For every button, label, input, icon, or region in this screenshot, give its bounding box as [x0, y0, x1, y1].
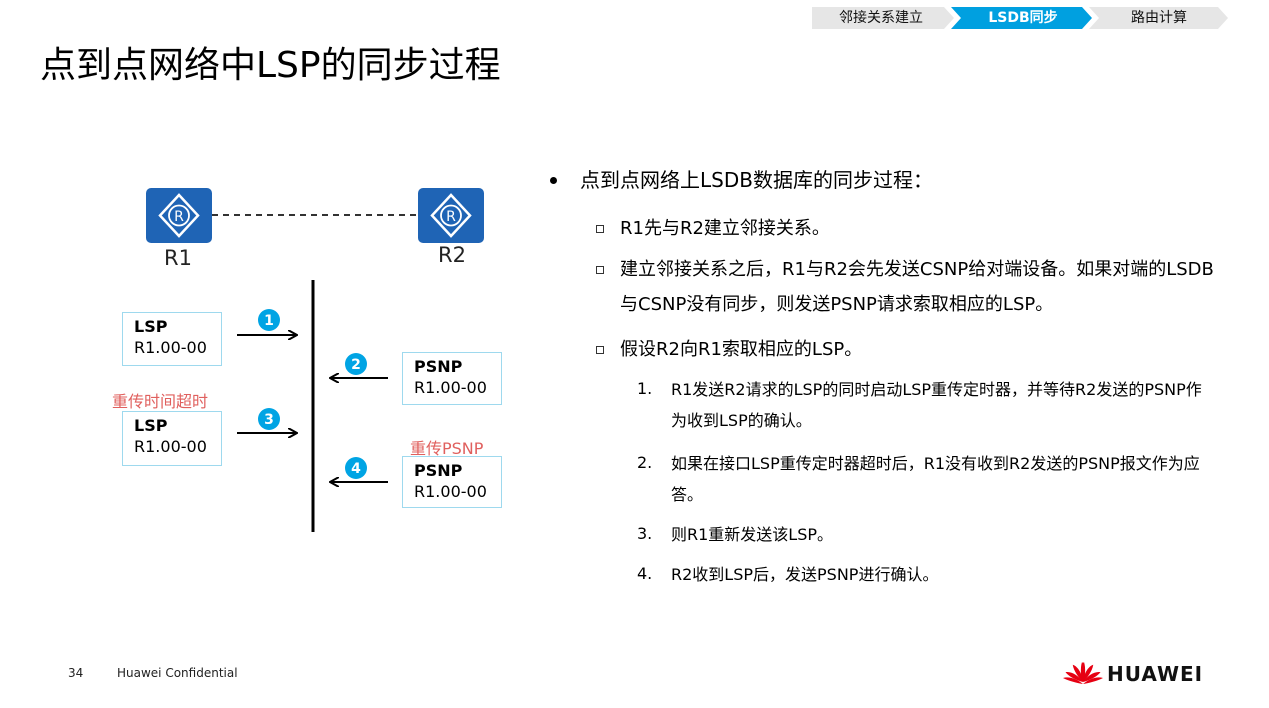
psnp-box-1: PSNP R1.00-00	[402, 352, 502, 405]
retransmit-timeout-note: 重传时间超时	[112, 392, 209, 411]
crumb-route-calc[interactable]: 路由计算	[1131, 10, 1187, 26]
confidential-label: Huawei Confidential	[117, 666, 238, 680]
page-number: 34	[68, 666, 84, 680]
step-circle-3	[258, 408, 280, 430]
sync-diagram: 1 2 3 4 R R1 R R2 LSP R1.00-00 PSNP R1.0…	[100, 180, 540, 550]
huawei-logo-icon	[1063, 662, 1103, 684]
page-title: 点到点网络中LSP的同步过程	[40, 45, 501, 86]
step-num-3: 3.	[637, 524, 653, 543]
step-text-3: 则R1重新发送该LSP。	[671, 525, 834, 544]
brand-name: HUAWEI	[1107, 662, 1204, 686]
msg-type: LSP	[134, 317, 168, 336]
router-r1-label: R1	[164, 246, 192, 270]
step-number-2: 2	[351, 357, 361, 373]
msg-id: R1.00-00	[134, 338, 207, 357]
breadcrumb-chevrons	[812, 7, 1228, 29]
svg-text:R: R	[174, 209, 184, 225]
retransmit-psnp-note: 重传PSNP	[410, 439, 484, 458]
lsp-box-2: LSP R1.00-00	[122, 411, 222, 466]
psnp-box-2: PSNP R1.00-00	[402, 456, 502, 508]
bullet-square	[596, 266, 604, 274]
step-num-4: 4.	[637, 564, 653, 583]
msg-id: R1.00-00	[414, 378, 487, 397]
step-text-2: 如果在接口LSP重传定时器超时后，R1没有收到R2发送的PSNP报文作为应答。	[671, 454, 1200, 504]
breadcrumb: 邻接关系建立 LSDB同步 路由计算	[812, 7, 1228, 29]
bullet-square	[596, 225, 604, 233]
router-r2-label: R2	[438, 243, 466, 267]
diagram-lines: 1 2 3 4	[212, 214, 416, 532]
content-heading: 点到点网络上LSDB数据库的同步过程：	[580, 168, 933, 192]
step-text-1: R1发送R2请求的LSP的同时启动LSP重传定时器，并等待R2发送的PSNP作为…	[671, 380, 1202, 430]
crumb-lsdb-sync[interactable]: LSDB同步	[988, 10, 1058, 26]
step-text-4: R2收到LSP后，发送PSNP进行确认。	[671, 565, 939, 584]
msg-id: R1.00-00	[414, 482, 487, 501]
router-icon: R	[146, 188, 212, 243]
content-item-2: 建立邻接关系之后，R1与R2会先发送CSNP给对端设备。如果对端的LSDB与CS…	[620, 259, 1214, 315]
crumb-shape-3	[1089, 7, 1228, 29]
content-item-1: R1先与R2建立邻接关系。	[620, 218, 830, 239]
content-item-3: 假设R2向R1索取相应的LSP。	[620, 339, 863, 360]
svg-text:R: R	[446, 209, 456, 225]
crumb-shape-1	[812, 7, 954, 29]
step-number-3: 3	[264, 412, 274, 428]
msg-type: PSNP	[414, 357, 463, 376]
router-icon: R	[418, 188, 484, 243]
bullet-dot	[550, 177, 557, 184]
step-number-1: 1	[264, 313, 274, 329]
step-number-4: 4	[351, 461, 361, 477]
msg-type: LSP	[134, 416, 168, 435]
crumb-shape-2	[951, 7, 1092, 29]
msg-type: PSNP	[414, 461, 463, 480]
crumb-neighbor-setup[interactable]: 邻接关系建立	[839, 10, 923, 26]
lsp-box-1: LSP R1.00-00	[122, 312, 222, 366]
msg-id: R1.00-00	[134, 437, 207, 456]
step-num-1: 1.	[637, 379, 653, 398]
step-circle-4	[345, 457, 367, 479]
step-circle-1	[258, 309, 280, 331]
step-num-2: 2.	[637, 453, 653, 472]
step-circle-2	[345, 353, 367, 375]
bullet-square	[596, 346, 604, 354]
